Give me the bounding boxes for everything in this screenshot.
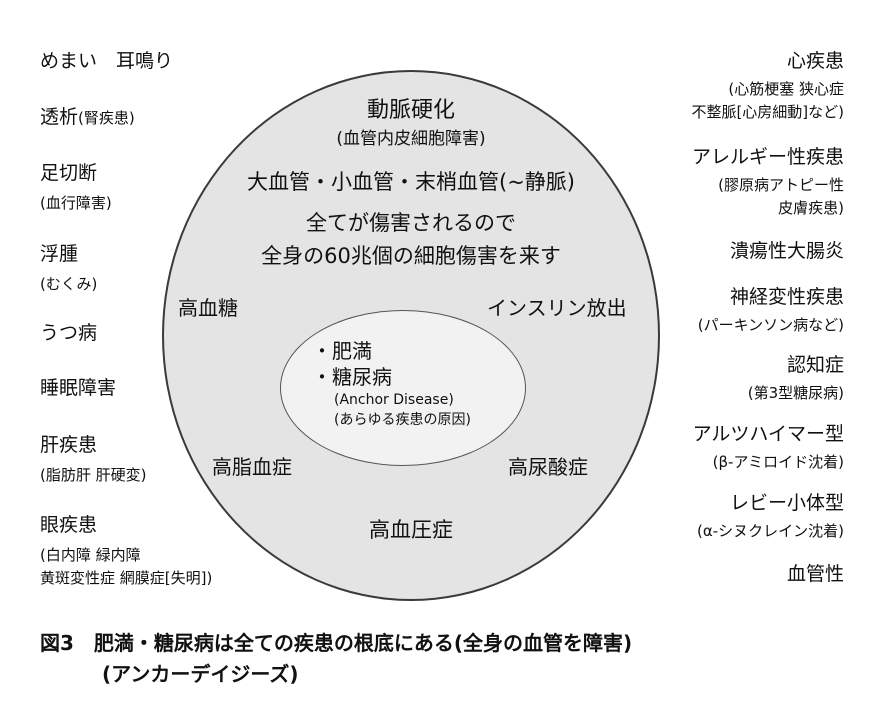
left-item-depression: うつ病 [40, 322, 97, 346]
left-item-sub-line: (白内障 緑内障 [40, 545, 141, 564]
left-item-edema: 浮腫 (むくみ) [40, 243, 97, 296]
left-item-sleep: 睡眠障害 [40, 377, 116, 401]
left-item-label: うつ病 [40, 322, 98, 344]
left-item-label: 肝疾患 [40, 434, 98, 456]
vessels-label: 大血管・小血管・末梢血管(~静脈) [247, 170, 575, 194]
left-item-label: 浮腫 [40, 243, 79, 265]
right-item-sub-line: 皮膚疾患) [778, 199, 844, 217]
right-item-sub: (α-シヌクレイン沈着) [696, 521, 844, 540]
right-item-vascular: 血管性 [787, 563, 844, 587]
right-item-label: 認知症 [786, 354, 844, 376]
right-item-lewy: レビー小体型 (α-シヌクレイン沈着) [697, 492, 844, 543]
right-item-sub-line: (膠原病アトピー性 [718, 175, 844, 194]
right-item-neuro: 神経変性疾患 (パーキンソン病など) [698, 286, 844, 337]
left-item-sub: (白内障 緑内障 黄斑変性症 網膜症[失明]) [40, 544, 212, 591]
right-item-colitis: 潰瘍性大腸炎 [730, 240, 844, 264]
left-item-liver: 肝疾患 (脂肪肝 肝硬変) [40, 434, 146, 487]
left-item-label: 睡眠障害 [40, 377, 117, 399]
right-item-label: レビー小体型 [729, 492, 844, 514]
dyslipidemia-label: 高脂血症 [212, 455, 292, 479]
left-item-label: 眼疾患 [40, 514, 98, 536]
left-item-amputation: 足切断 (血行障害) [40, 162, 112, 215]
damage-line-1: 全てが傷害されるので [306, 211, 516, 235]
right-item-sub-line: (心筋梗塞 狭心症 [728, 79, 844, 98]
figure-caption: 図3 肥満・糖尿病は全ての疾患の根底にある(全身の血管を障害) (アンカーデイジ… [40, 628, 632, 690]
right-item-sub: (第3型糖尿病) [747, 383, 844, 402]
diabetes-item: ・糖尿病 [312, 365, 392, 389]
right-item-alzheimer: アルツハイマー型 (β-アミロイド沈着) [693, 423, 844, 474]
right-item-label: 潰瘍性大腸炎 [729, 240, 844, 262]
right-item-heart: 心疾患 (心筋梗塞 狭心症 不整脈[心房細動]など) [691, 50, 844, 124]
left-item-sub-line: 黄斑変性症 網膜症[失明]) [40, 569, 213, 587]
left-item-sub: (腎疾患) [78, 109, 135, 127]
anchor-disease-label: (Anchor Disease) [334, 392, 454, 408]
right-item-sub: (心筋梗塞 狭心症 不整脈[心房細動]など) [691, 78, 844, 125]
anchor-disease-box: ・肥満 ・糖尿病 (Anchor Disease) (あらゆる疾患の原因) [312, 338, 512, 431]
inner-oval [280, 310, 526, 466]
right-item-label: アルツハイマー型 [692, 423, 844, 445]
right-item-label: 心疾患 [786, 50, 844, 72]
left-item-label: 足切断 [40, 162, 98, 184]
left-item-label: 透析 [40, 106, 79, 128]
hyperuricemia-label: 高尿酸症 [508, 455, 588, 479]
hypertension-label: 高血圧症 [369, 518, 453, 542]
right-item-sub: (膠原病アトピー性 皮膚疾患) [692, 174, 844, 221]
left-item-sub: (むくみ) [40, 274, 98, 293]
damage-line-2: 全身の60兆個の細胞傷害を来す [261, 244, 561, 268]
left-item-label-row: 透析(腎疾患) [40, 106, 135, 130]
caption-line-1: 図3 肥満・糖尿病は全ての疾患の根底にある(全身の血管を障害) [40, 631, 633, 655]
right-item-sub: (パーキンソン病など) [697, 315, 844, 334]
left-item-eye: 眼疾患 (白内障 緑内障 黄斑変性症 網膜症[失明]) [40, 514, 212, 590]
left-item-label: めまい 耳鳴り [40, 50, 174, 72]
left-item-sub: (血行障害) [40, 193, 112, 212]
arteriosclerosis-subtitle: (血管内皮細胞障害) [336, 129, 486, 149]
arteriosclerosis-title: 動脈硬化 [366, 98, 455, 123]
right-item-label: アレルギー性疾患 [691, 146, 844, 168]
left-item-dialysis: 透析(腎疾患) [40, 106, 135, 130]
obesity-item: ・肥満 [312, 339, 372, 363]
right-item-label: 神経変性疾患 [729, 286, 844, 308]
insulin-label: インスリン放出 [487, 296, 627, 320]
hyperglycemia-label: 高血糖 [178, 296, 238, 320]
right-item-label: 血管性 [786, 563, 844, 585]
cause-note: (あらゆる疾患の原因) [334, 412, 471, 429]
left-item-dizziness: めまい 耳鳴り [40, 50, 173, 74]
left-item-sub: (脂肪肝 肝硬変) [40, 465, 147, 484]
right-item-allergy: アレルギー性疾患 (膠原病アトピー性 皮膚疾患) [692, 146, 844, 220]
caption-line-2: (アンカーデイジーズ) [102, 662, 299, 686]
right-item-dementia: 認知症 (第3型糖尿病) [748, 354, 844, 405]
right-item-sub-line: 不整脈[心房細動]など) [691, 103, 844, 121]
right-item-sub: (β-アミロイド沈着) [712, 452, 844, 471]
